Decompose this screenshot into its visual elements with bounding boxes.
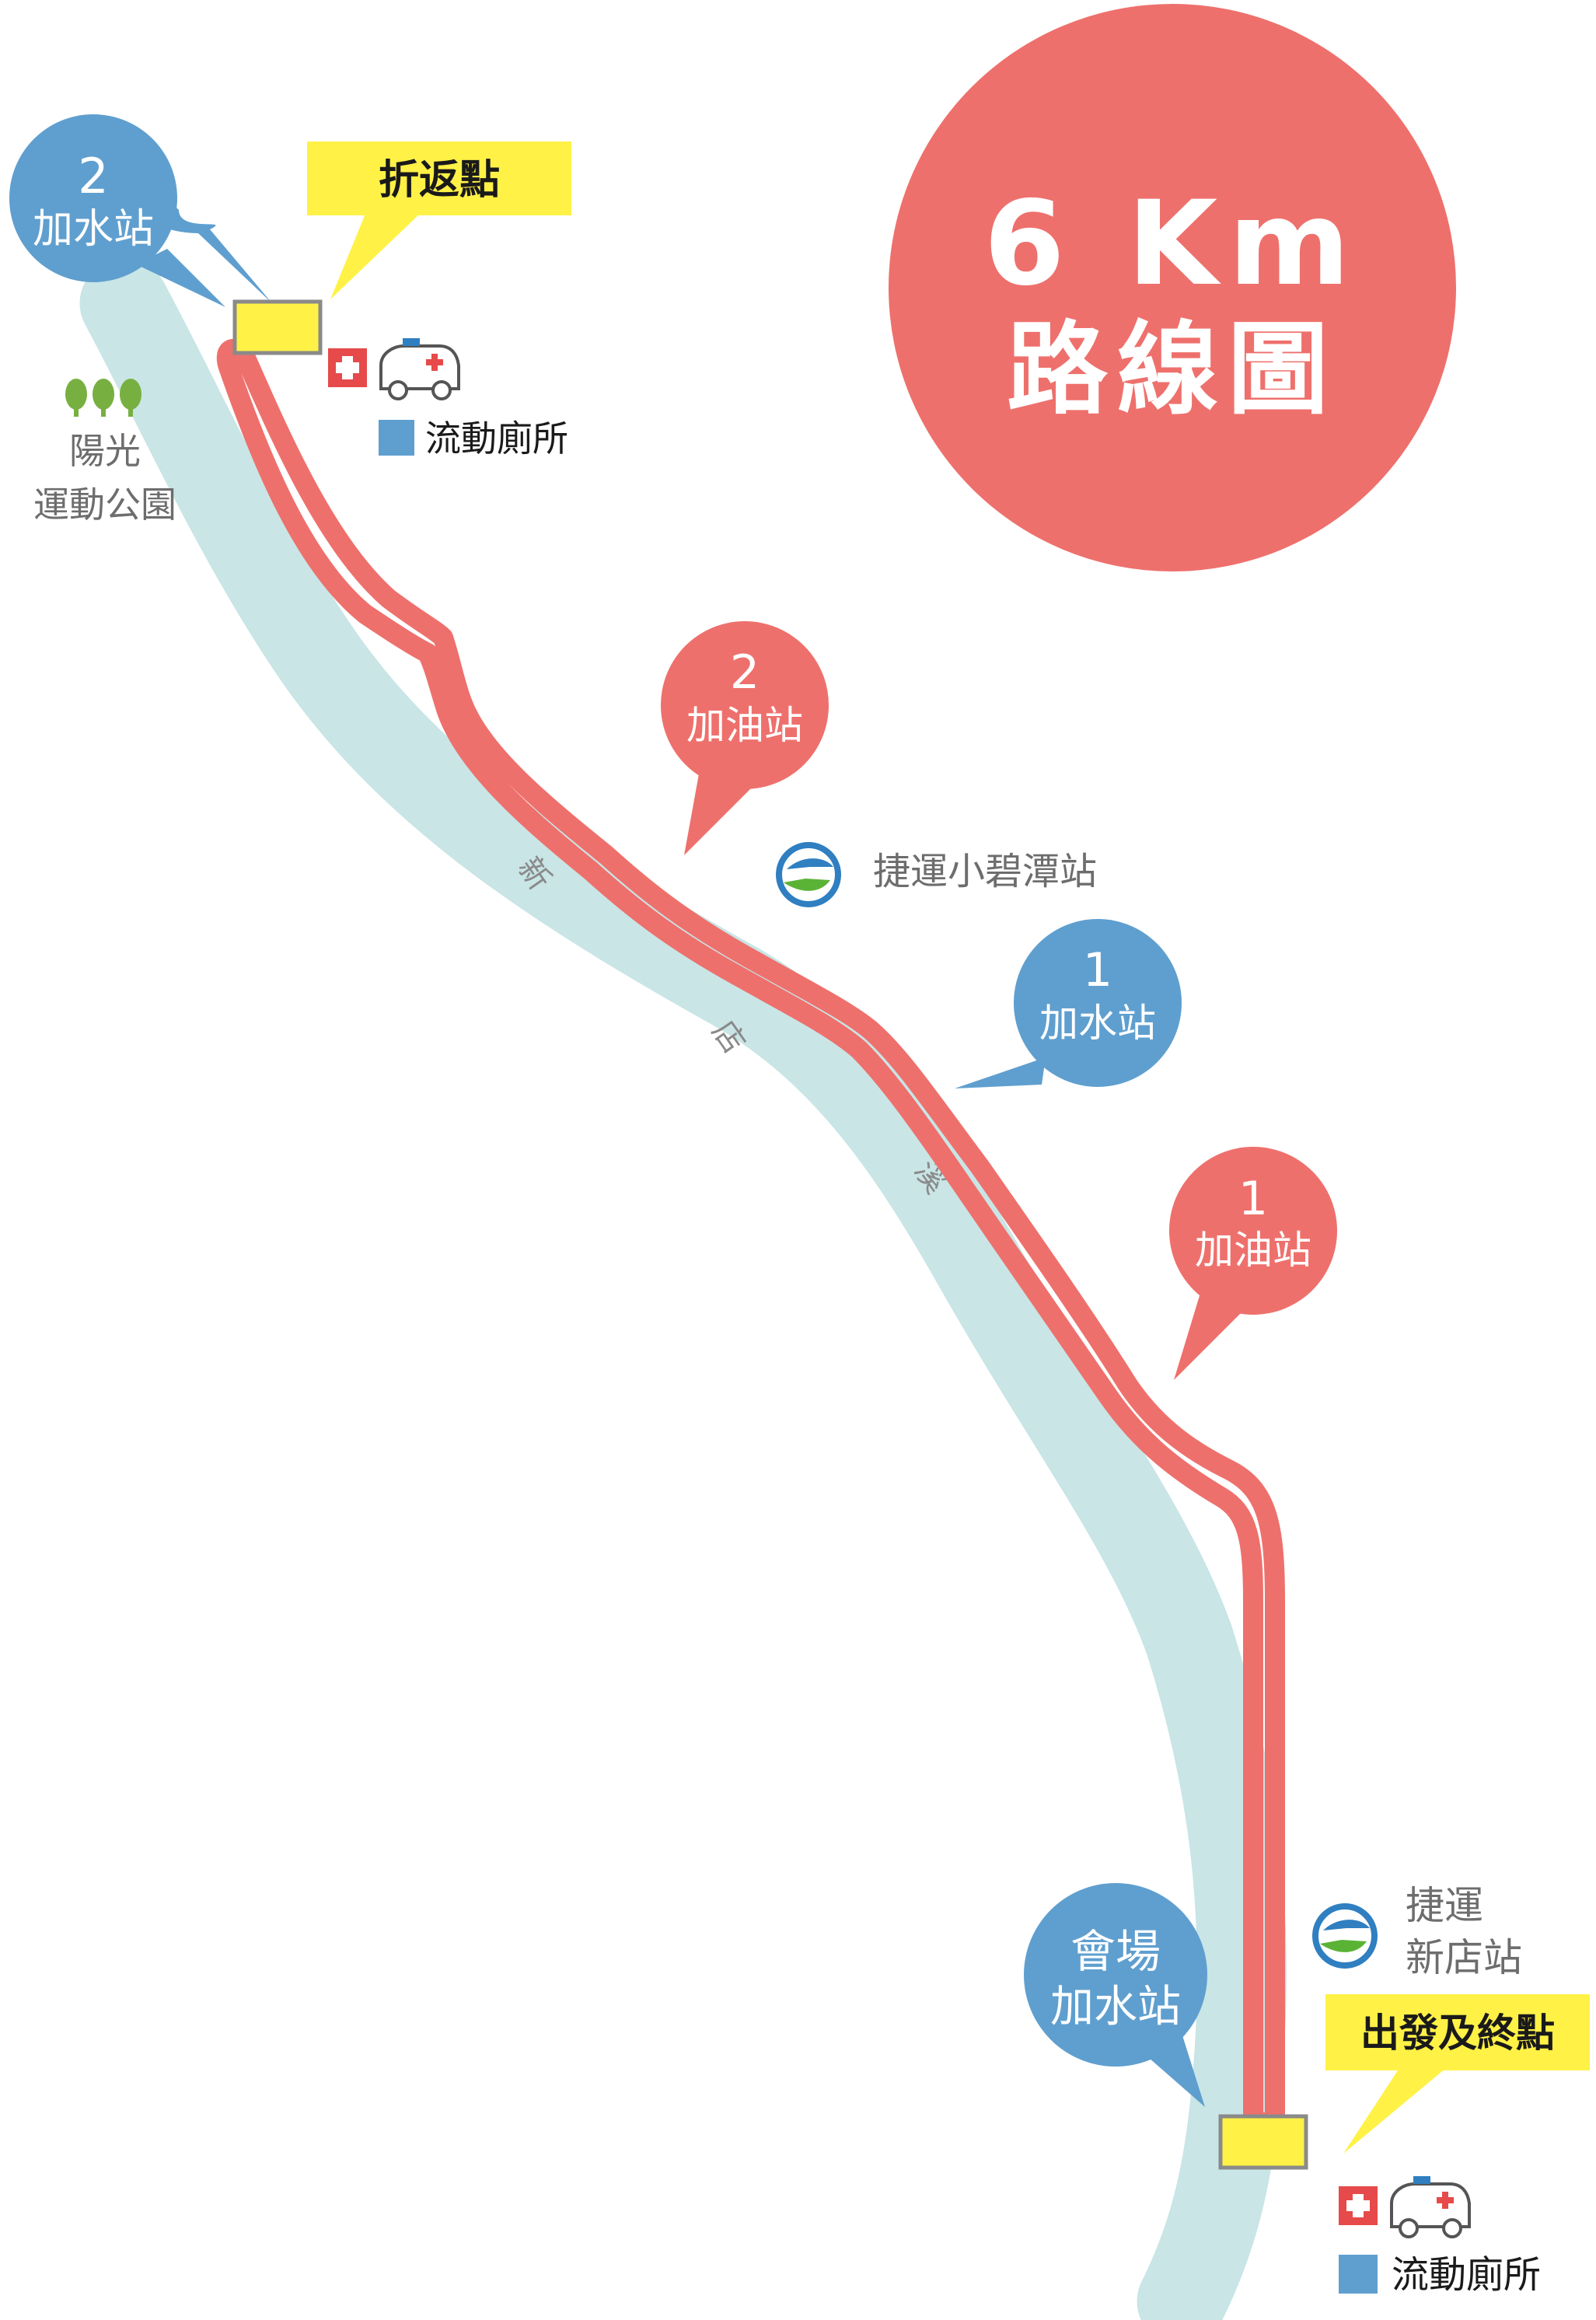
first-aid-icon bbox=[328, 348, 367, 387]
river bbox=[79, 258, 1287, 2320]
route-line bbox=[216, 339, 1285, 2133]
metro-logo-icon bbox=[1312, 1903, 1378, 1969]
metro-xindian-label-line1: 捷運 bbox=[1406, 1883, 1483, 1928]
title-route-map: 路線圖 bbox=[1007, 310, 1338, 428]
water-station-2-number: 2 bbox=[78, 148, 108, 204]
water-station-1-marker: 1 加水站 bbox=[955, 919, 1182, 1088]
start-finish-callout: 出發及終點 bbox=[1325, 1994, 1590, 2154]
tree-icon bbox=[65, 379, 141, 417]
fuel-station-1-number: 1 bbox=[1238, 1172, 1268, 1226]
park-label-line1: 陽光 bbox=[69, 430, 141, 472]
water-station-venue-marker: 會場 加水站 bbox=[1024, 1883, 1207, 2107]
water-station-2-label: 加水站 bbox=[33, 206, 154, 253]
ambulance-icon bbox=[1390, 2176, 1471, 2238]
water-station-1-label: 加水站 bbox=[1039, 1001, 1156, 1046]
start-finish-point-marker bbox=[1218, 2114, 1308, 2170]
water-station-2-marker: 2 加水站 bbox=[9, 114, 272, 307]
toilet-icon bbox=[1339, 2255, 1378, 2294]
metro-xindian-label-line2: 新店站 bbox=[1406, 1935, 1522, 1980]
first-aid-icon bbox=[1339, 2186, 1378, 2225]
title-circle bbox=[889, 4, 1456, 571]
fuel-station-2-marker: 2 加油站 bbox=[661, 621, 829, 855]
fuel-station-1-label: 加油站 bbox=[1195, 1228, 1311, 1273]
metro-logo-icon bbox=[776, 842, 841, 907]
toilet-top-label: 流動廁所 bbox=[425, 418, 568, 459]
water-station-1-number: 1 bbox=[1083, 943, 1112, 998]
water-station-venue-line1: 會場 bbox=[1070, 1925, 1161, 1978]
toilet-bottom-label: 流動廁所 bbox=[1392, 2253, 1541, 2297]
turnaround-point-marker bbox=[232, 299, 323, 355]
park-label-line2: 運動公園 bbox=[33, 484, 176, 526]
title-distance: 6 Km bbox=[983, 176, 1360, 312]
water-station-venue-line2: 加水站 bbox=[1050, 1982, 1181, 2032]
toilet-icon bbox=[379, 420, 414, 456]
fuel-station-2-label: 加油站 bbox=[686, 703, 803, 748]
fuel-station-2-number: 2 bbox=[730, 645, 760, 700]
turnaround-label: 折返點 bbox=[379, 157, 500, 204]
fuel-station-1-marker: 1 加油站 bbox=[1169, 1147, 1337, 1380]
ambulance-icon bbox=[379, 338, 460, 400]
metro-xiaobitan-label: 捷運小碧潭站 bbox=[873, 850, 1097, 893]
turnaround-callout: 折返點 bbox=[307, 142, 571, 299]
start-finish-label: 出發及終點 bbox=[1360, 2011, 1555, 2056]
